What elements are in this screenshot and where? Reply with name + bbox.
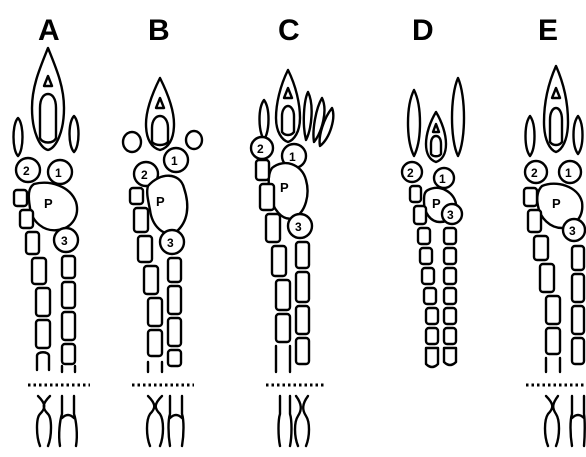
cell-3-label-d: 3 bbox=[447, 208, 454, 222]
cell-3-label: 3 bbox=[61, 234, 68, 248]
cell-2-label-d: 2 bbox=[407, 166, 414, 180]
cell-p-label-d: P bbox=[432, 196, 441, 211]
cell-p-label-b: P bbox=[156, 194, 165, 209]
cell-3-label-e: 3 bbox=[569, 224, 576, 238]
cell-3-label-b: 3 bbox=[167, 236, 174, 250]
cell-2-label-e: 2 bbox=[531, 166, 538, 180]
panel-letter-e: E bbox=[538, 14, 558, 47]
cell-p-label: P bbox=[44, 196, 53, 211]
cell-2-label: 2 bbox=[23, 164, 30, 178]
cell-1-label-c: 1 bbox=[289, 150, 296, 164]
cell-2-label-b: 2 bbox=[141, 168, 148, 182]
panel-letter-b: B bbox=[148, 14, 170, 47]
panel-letter-d: D bbox=[412, 14, 434, 47]
panel-b: B 2 1 P 3 bbox=[123, 14, 202, 446]
cell-2-label-c: 2 bbox=[257, 142, 264, 156]
panel-c: C 2 1 P 3 bbox=[251, 14, 333, 446]
panel-letter-c: C bbox=[278, 14, 300, 47]
cell-1-label-d: 1 bbox=[439, 172, 446, 186]
panel-e: E 2 1 P 3 bbox=[524, 14, 586, 446]
cell-1-label: 1 bbox=[55, 166, 62, 180]
cell-1-label-b: 1 bbox=[171, 154, 178, 168]
cell-3-label-c: 3 bbox=[295, 220, 302, 234]
panel-a: A 2 1 P 3 bbox=[14, 14, 91, 446]
cell-p-label-e: P bbox=[552, 196, 561, 211]
panel-d: D 2 1 P 3 bbox=[402, 14, 464, 367]
cell-p-label-c: P bbox=[280, 180, 289, 195]
panel-letter-a: A bbox=[38, 14, 60, 47]
cell-1-label-e: 1 bbox=[565, 166, 572, 180]
